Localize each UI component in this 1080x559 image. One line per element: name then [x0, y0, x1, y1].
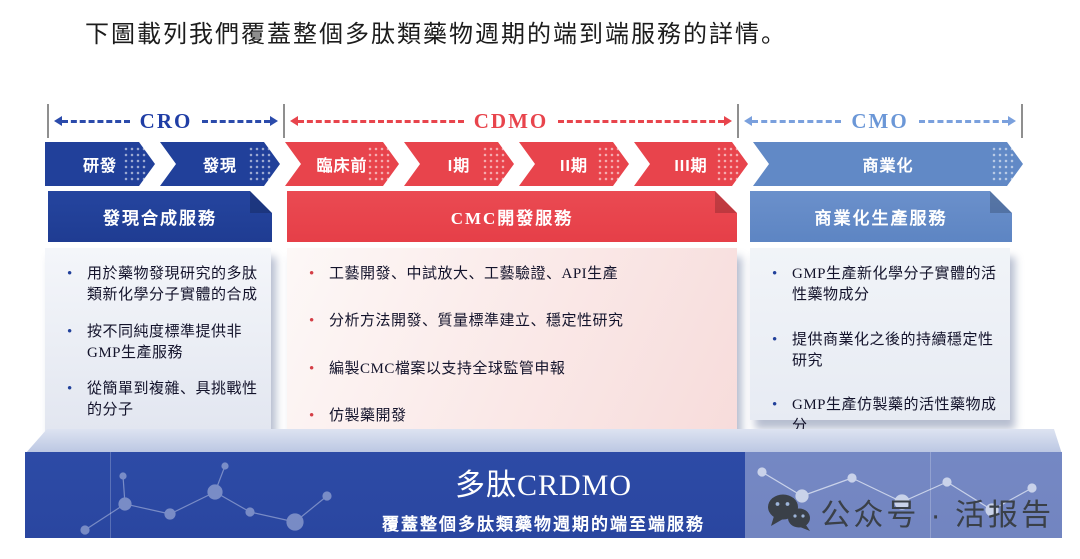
molecule-pattern-decoration [757, 467, 1037, 517]
halftone-dots [482, 146, 506, 182]
footer-divider-line [930, 452, 931, 538]
halftone-dots [597, 146, 621, 182]
footer-text-block: 多肽CRDMO 覆蓋整個多肽類藥物週期的端至端服務 [25, 460, 1062, 535]
molecule-pattern-decoration [80, 462, 332, 535]
dashed-line [558, 120, 724, 123]
card-commercial-production: GMP生產新化學分子實體的活性藥物成分 提供商業化之後的持續穩定性研究 GMP生… [750, 248, 1010, 434]
dashed-line [752, 120, 842, 123]
footer-divider-line [110, 452, 111, 538]
service-bullet: 工藝開發、中試放大、工藝驗證、API生產 [301, 264, 727, 286]
bullet-list: 工藝開發、中試放大、工藝驗證、API生產 分析方法開發、質量標準建立、穩定性研究… [301, 264, 727, 427]
stage-label: I期 [447, 158, 471, 175]
stage-chevron-phase2: II期 [519, 142, 629, 186]
dashed-line [202, 120, 271, 123]
halftone-dots [367, 146, 391, 182]
stage-chevron-yanfa: 研發 [45, 142, 155, 186]
dashed-line [298, 120, 464, 123]
halftone-dots [991, 146, 1015, 182]
service-bullet: 用於藥物發現研究的多肽類新化學分子實體的合成 [59, 264, 261, 307]
pipeline-stage-row: 研發 發現 臨床前 I期 II期 III期 商業化 [45, 142, 1023, 186]
dashed-line [62, 120, 130, 123]
arrowhead-right-icon [724, 116, 732, 126]
phase-label-cro: CRO [139, 108, 193, 133]
stage-chevron-faxian: 發現 [160, 142, 280, 186]
card-discovery-synthesis: 用於藥物發現研究的多肽類新化學分子實體的合成 按不同純度標準提供非GMP生產服務… [45, 248, 271, 432]
bullet-list: 用於藥物發現研究的多肽類新化學分子實體的合成 按不同純度標準提供非GMP生產服務… [59, 264, 261, 422]
phase-header-row: CRO CDMO CMO [47, 104, 1023, 138]
halftone-dots [716, 146, 740, 182]
phase-span-cmo: CMO [737, 104, 1023, 138]
service-bullet: 從簡單到複雜、具挑戰性的分子 [59, 379, 261, 422]
wechat-icon [768, 494, 811, 531]
platform-pedestal [25, 429, 1062, 454]
stage-chevron-commercial: 商業化 [753, 142, 1023, 186]
banner-label: CMC開發服務 [450, 209, 574, 228]
stage-label: 臨床前 [316, 158, 368, 175]
phase-span-cro: CRO [47, 104, 283, 138]
stage-label: 研發 [82, 158, 117, 175]
phase-label-cmo: CMO [851, 108, 909, 133]
arrowhead-left-icon [290, 116, 298, 126]
service-bullet: 分析方法開發、質量標準建立、穩定性研究 [301, 311, 727, 333]
phase-span-cdmo: CDMO [283, 104, 737, 138]
stage-chevron-phase1: I期 [404, 142, 514, 186]
page-title: 下圖載列我們覆蓋整個多肽類藥物週期的端到端服務的詳情。 [85, 22, 787, 48]
service-bullet: 按不同純度標準提供非GMP生產服務 [59, 322, 261, 365]
stage-label: II期 [560, 158, 588, 175]
watermark: 公众号 · 活报告 [766, 490, 1054, 534]
banner-label: 商業化生產服務 [814, 209, 948, 228]
service-bullet: GMP生產新化學分子實體的活性藥物成分 [764, 264, 1000, 307]
stage-label: III期 [674, 158, 708, 175]
dashed-line [918, 120, 1009, 123]
service-bullet: 仿製藥開發 [301, 406, 727, 428]
banner-cmc-development: CMC開發服務 [287, 191, 737, 242]
banner-commercial-production: 商業化生產服務 [750, 191, 1012, 242]
arrowhead-right-icon [270, 116, 279, 126]
bullet-list: GMP生產新化學分子實體的活性藥物成分 提供商業化之後的持續穩定性研究 GMP生… [764, 264, 1000, 438]
arrowhead-left-icon [744, 116, 752, 126]
banner-label: 發現合成服務 [103, 209, 217, 228]
stage-chevron-phase3: III期 [634, 142, 748, 186]
service-bullet: 提供商業化之後的持續穩定性研究 [764, 330, 1000, 373]
card-cmc-development: 工藝開發、中試放大、工藝驗證、API生產 分析方法開發、質量標準建立、穩定性研究… [287, 248, 737, 432]
service-bullet: 編製CMC檔案以支持全球監管申報 [301, 359, 727, 381]
banner-discovery-synthesis: 發現合成服務 [48, 191, 272, 242]
stage-label: 商業化 [862, 158, 914, 175]
phase-label-cdmo: CDMO [473, 108, 549, 133]
footer-title: 多肽CRDMO [454, 469, 633, 502]
watermark-label: 公众号 · 活报告 [820, 499, 1054, 532]
arrowhead-right-icon [1008, 116, 1017, 126]
halftone-dots [123, 146, 147, 182]
arrowhead-left-icon [54, 116, 62, 126]
stage-label: 發現 [202, 158, 237, 175]
halftone-dots [248, 146, 272, 182]
footer-subtitle: 覆蓋整個多肽類藥物週期的端至端服務 [382, 515, 705, 534]
stage-chevron-preclinical: 臨床前 [285, 142, 399, 186]
